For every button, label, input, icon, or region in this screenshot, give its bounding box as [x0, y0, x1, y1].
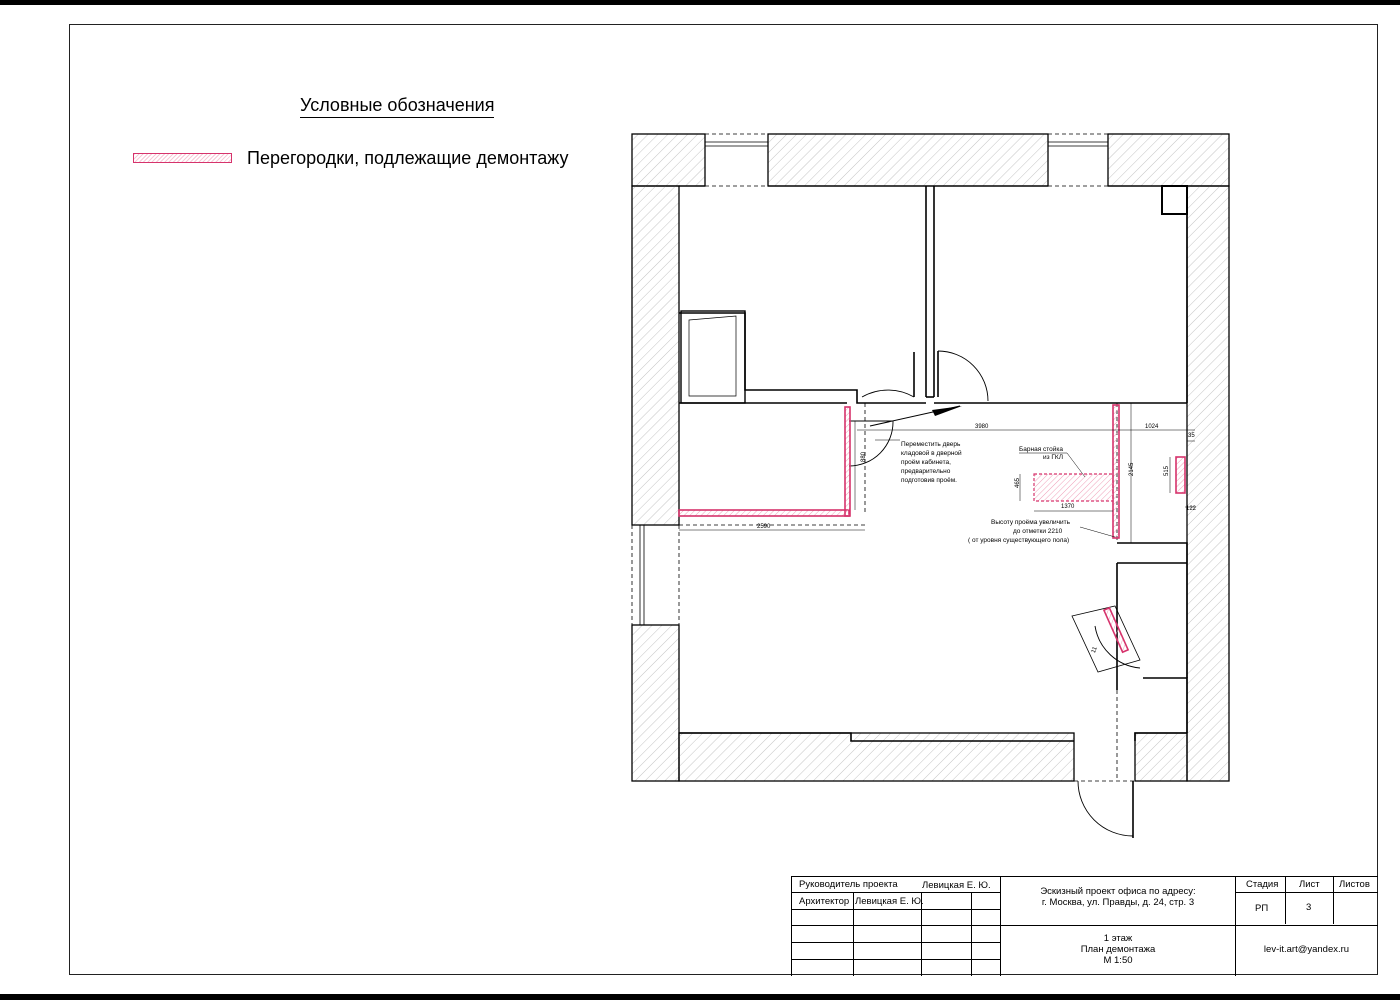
top-border-bar [0, 0, 1400, 5]
wall-left-lower [631, 624, 680, 782]
dim-35: 35 [1188, 433, 1195, 439]
dim-122: 122 [1186, 506, 1197, 512]
note-bar-counter: Барная стойка из ГКЛ [1019, 445, 1086, 478]
legend-demolish-swatch [133, 153, 232, 163]
bottom-border-bar [0, 994, 1400, 1000]
interior-partitions [679, 186, 1188, 742]
wall-bottom-right [1134, 732, 1188, 782]
svg-text:кладовой в дверной: кладовой в дверной [901, 449, 962, 457]
sheet-name: 1 этаж План демонтажа М 1:50 [1080, 933, 1156, 966]
legend-title: Условные обозначения [300, 95, 495, 118]
drawing-frame [69, 24, 1378, 975]
svg-text:подготовив проём.: подготовив проём. [901, 477, 957, 484]
wall-left-upper [631, 185, 680, 526]
svg-text:Барная стойка: Барная стойка [1019, 445, 1063, 453]
closet-block [680, 310, 746, 404]
bar-counter [1033, 473, 1114, 502]
email: lev-it.art@yandex.ru [1263, 944, 1350, 955]
demolish-partition-door [1102, 606, 1130, 654]
svg-text:( от уровня существующего пола: ( от уровня существующего пола) [968, 537, 1069, 544]
dim-3980: 3980 [975, 424, 989, 430]
demolish-partitions [678, 404, 1186, 654]
project-lead-label: Руководитель проекта [799, 879, 898, 890]
sheet-label: Лист [1299, 879, 1320, 890]
dim-2590: 2590 [757, 524, 771, 530]
wall-top-middle [767, 133, 1049, 187]
wall-top-right [1107, 133, 1230, 187]
wall-right [1186, 185, 1230, 782]
dimension-lines [679, 403, 1195, 543]
riser-box [1161, 185, 1188, 215]
demolish-partition-bottom [678, 509, 850, 517]
note-raise-opening: Высоту проёма увеличить до отметки 2210 … [968, 519, 1116, 544]
dim-1370: 1370 [1061, 504, 1075, 510]
dim-2145: 2145 [1129, 462, 1135, 476]
demolish-partition-niche [1175, 456, 1186, 494]
architect-name: Левицкая Е. Ю. [855, 896, 924, 907]
sheet-value: 3 [1306, 902, 1312, 913]
doors [848, 350, 1141, 838]
title-block: Руководитель проекта Левицкая Е. Ю. Архи… [791, 876, 1378, 976]
window-frames [639, 141, 1108, 625]
svg-text:Переместить дверь: Переместить дверь [901, 441, 961, 448]
dim-880: 880 [861, 451, 867, 462]
legend-demolish-label: Перегородки, подлежащие демонтажу [247, 148, 569, 168]
sheets-label: Листов [1339, 879, 1370, 890]
dim-465: 465 [1015, 477, 1021, 488]
demolish-partition-vertical [844, 406, 851, 517]
window-openings [631, 133, 1135, 782]
project-title: Эскизный проект офиса по адресу: г. Моск… [1040, 886, 1196, 908]
project-lead-name: Левицкая Е. Ю. [922, 880, 991, 891]
dim-515: 515 [1164, 465, 1170, 476]
architect-label: Архитектор [799, 896, 850, 907]
note-move-door: Переместить дверь кладовой в дверной про… [875, 439, 962, 484]
svg-text:Высоту проёма увеличить: Высоту проёма увеличить [991, 519, 1071, 526]
move-door-arrow [869, 405, 962, 427]
svg-text:до отметки 2210: до отметки 2210 [1013, 528, 1063, 535]
dim-1024: 1024 [1145, 424, 1159, 430]
stage-value: РП [1255, 903, 1269, 914]
stage-label: Стадия [1246, 879, 1279, 890]
demolish-partition-riser [1112, 404, 1120, 539]
wall-top-left [631, 133, 706, 187]
svg-text:из ГКЛ: из ГКЛ [1043, 454, 1063, 461]
svg-text:проём кабинета,: проём кабинета, [901, 458, 951, 466]
dim-11: 11 [1091, 646, 1099, 655]
exterior-walls [631, 133, 1230, 782]
svg-text:предварительно: предварительно [901, 468, 951, 475]
